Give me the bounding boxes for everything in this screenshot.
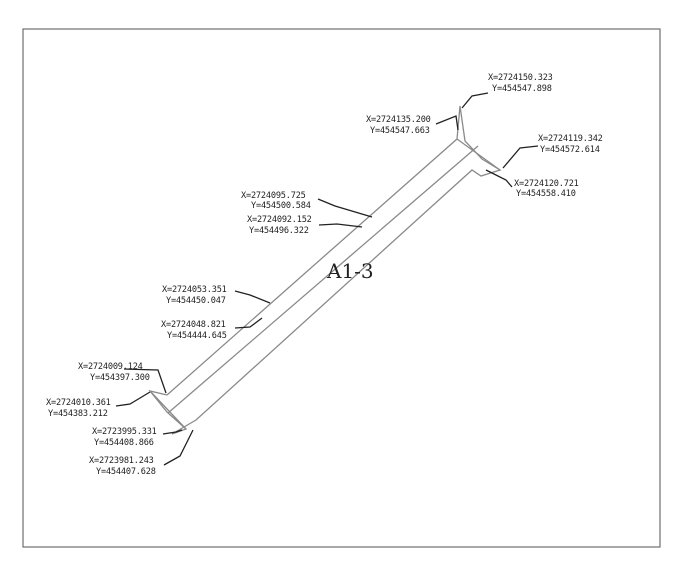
point-12-y: Y=454407.628	[96, 467, 156, 477]
leader-lines	[115, 92, 539, 466]
point-5-y: Y=454500.584	[251, 201, 311, 211]
point-1-x: X=2724150.323	[488, 73, 553, 83]
point-7-x: X=2724053.351	[162, 285, 227, 295]
point-3-x: X=2724119.342	[538, 134, 603, 144]
parcel-centre-line	[167, 145, 479, 414]
point-7-y: Y=454450.047	[166, 296, 226, 306]
point-4-y: Y=454558.410	[516, 189, 576, 199]
point-11-y: Y=454408.866	[94, 438, 154, 448]
leader-p10	[115, 391, 151, 407]
leader-p11	[162, 429, 183, 435]
drawing-frame	[22, 28, 661, 548]
point-2-x: X=2724135.200	[366, 115, 431, 125]
parcel-label: A1-3	[326, 259, 374, 283]
leader-p6	[318, 223, 363, 228]
leader-p5	[317, 198, 373, 218]
leader-p4	[485, 169, 513, 188]
leader-p1	[461, 92, 489, 109]
point-3-y: Y=454572.614	[540, 145, 600, 155]
point-10-x: X=2724010.361	[46, 398, 111, 408]
point-6-y: Y=454496.322	[249, 226, 309, 236]
point-8-y: Y=454444.645	[167, 331, 227, 341]
leader-p7	[234, 290, 271, 304]
leader-p2	[435, 115, 459, 131]
leader-p8	[234, 317, 263, 329]
point-2-y: Y=454547.663	[370, 126, 430, 136]
parcel-outline	[148, 105, 502, 435]
parcel-west-crossline	[149, 390, 187, 430]
point-9-y: Y=454397.300	[90, 373, 150, 383]
leader-p3	[502, 145, 539, 169]
point-12-x: X=2723981.243	[89, 456, 154, 466]
point-8-x: X=2724048.821	[161, 320, 226, 330]
point-11-x: X=2723995.331	[92, 427, 157, 437]
point-4-x: X=2724120.721	[514, 179, 579, 189]
point-9-x: X=2724009.124	[78, 362, 143, 372]
parcel-east-crossline	[456, 138, 501, 171]
parcel-upper-edge	[148, 105, 502, 435]
point-6-x: X=2724092.152	[247, 215, 312, 225]
leader-p9	[123, 368, 167, 394]
leader-p12	[163, 429, 194, 466]
point-10-y: Y=454383.212	[48, 409, 108, 419]
point-1-y: Y=454547.898	[492, 84, 552, 94]
coordinate-labels: X=2724150.323 Y=454547.898 X=2724135.200…	[46, 73, 603, 477]
point-5-x: X=2724095.725	[241, 191, 306, 201]
